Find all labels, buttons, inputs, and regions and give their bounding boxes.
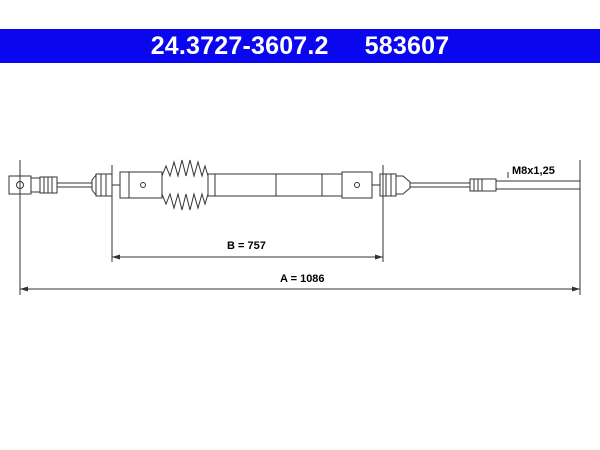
right-inner-cable bbox=[410, 182, 470, 188]
dim-b-label: B = 757 bbox=[227, 240, 266, 252]
dim-b-arrow-left bbox=[112, 254, 120, 260]
thread-label: M8x1,25 bbox=[512, 165, 555, 177]
rubber-bellows bbox=[161, 159, 209, 211]
dim-a-arrow-right bbox=[572, 286, 580, 292]
outer-housing bbox=[207, 173, 343, 197]
dim-a-arrow-left bbox=[20, 286, 28, 292]
left-inner-cable bbox=[57, 182, 92, 188]
right-fitting bbox=[341, 165, 411, 262]
dim-a-label: A = 1086 bbox=[280, 273, 325, 285]
dim-b-arrow-right bbox=[375, 254, 383, 260]
part-number: 24.3727-3607.2 bbox=[150, 31, 329, 60]
left-sleeve bbox=[119, 171, 163, 199]
left-eyelet bbox=[8, 175, 58, 195]
title-bar: 24.3727-3607.2 583607 bbox=[0, 29, 600, 63]
reference-number: 583607 bbox=[364, 31, 450, 60]
left-adjuster bbox=[91, 165, 120, 262]
threaded-end bbox=[469, 178, 581, 192]
